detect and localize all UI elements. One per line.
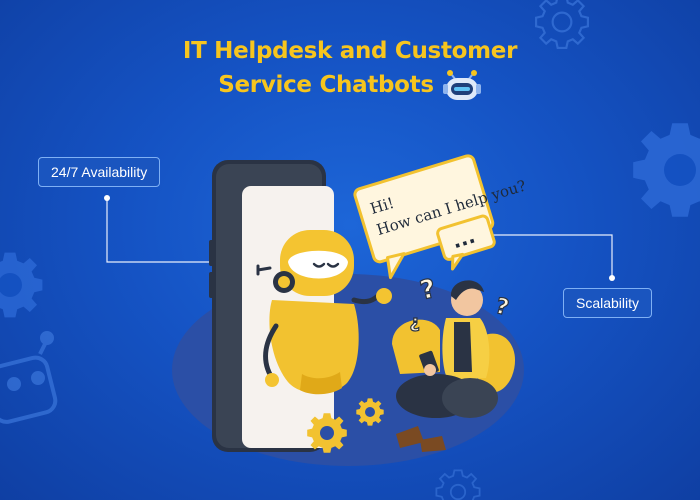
question-mark-icon: ? ? ? xyxy=(409,273,512,334)
background-gear-icon xyxy=(633,123,700,217)
background-gear-icon xyxy=(535,0,589,49)
title-line-2: Service Chatbots xyxy=(218,72,434,98)
chatbot-robot xyxy=(256,230,392,395)
gear-icon xyxy=(307,398,384,453)
svg-text:?: ? xyxy=(410,313,420,334)
background-gear-icon xyxy=(0,252,43,318)
connector-dot xyxy=(104,195,110,201)
typing-bubble-icon xyxy=(436,214,496,271)
availability-callout: 24/7 Availability xyxy=(38,157,161,187)
robot-face-icon xyxy=(442,70,481,100)
bubble-typing: ... xyxy=(449,224,478,254)
bubble-greeting: Hi! xyxy=(368,194,396,218)
background-gear-icon xyxy=(435,469,481,500)
person-with-phone xyxy=(392,280,516,452)
connector-dot xyxy=(609,275,615,281)
svg-text:?: ? xyxy=(417,274,438,306)
page-title: IT Helpdesk and Customer Service Chatbot… xyxy=(0,34,700,102)
background-robot-icon xyxy=(0,331,58,424)
title-line-1: IT Helpdesk and Customer xyxy=(182,38,518,64)
scalability-callout: Scalability xyxy=(563,288,653,318)
